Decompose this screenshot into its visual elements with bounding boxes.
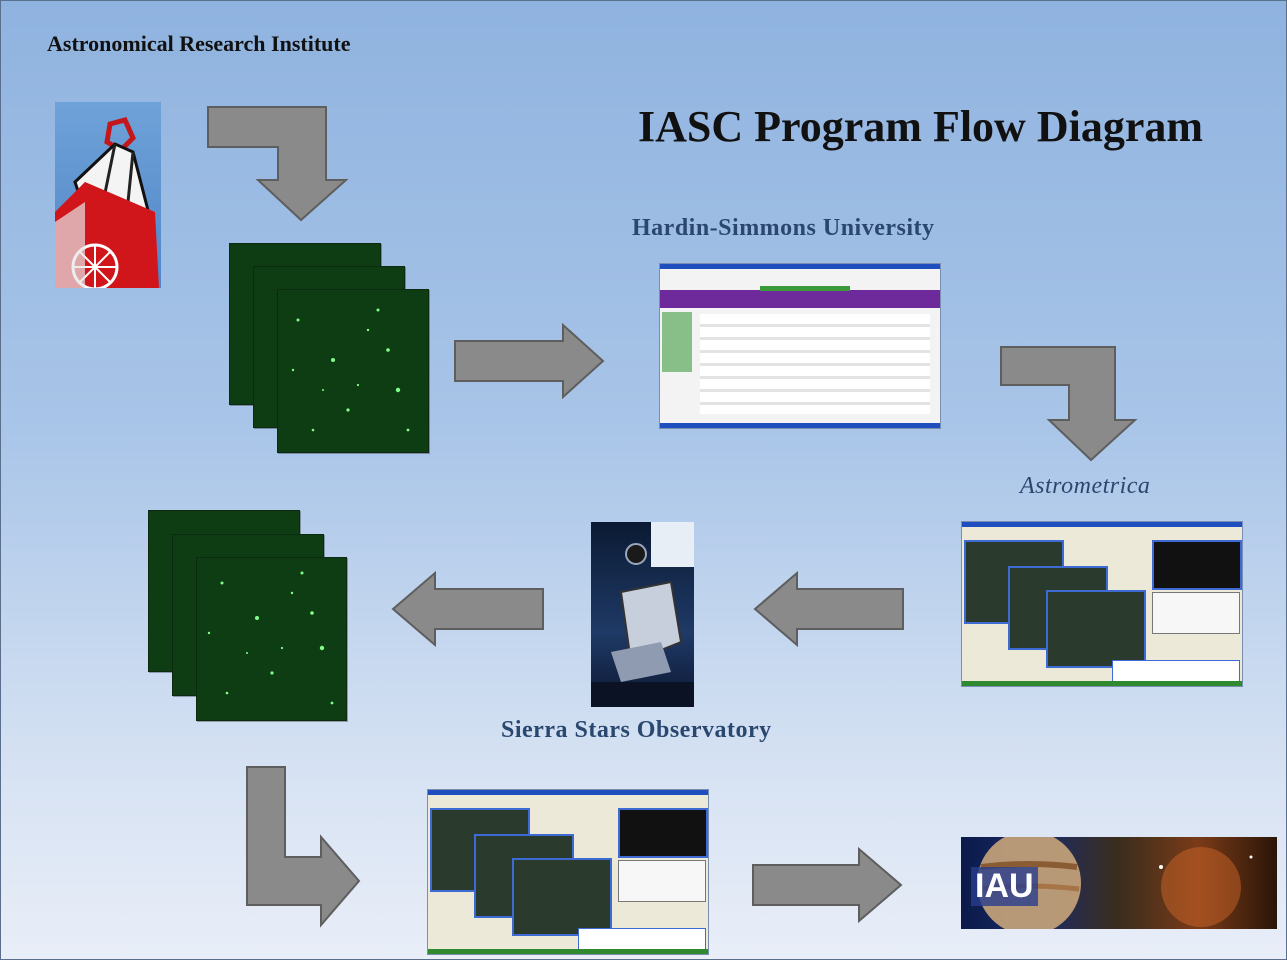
arrow-images-to-hsu — [454, 322, 605, 400]
arrow-astrometrica-to-iau — [752, 846, 903, 924]
ccd-image-stack-1-front — [277, 289, 429, 453]
arrow-images-to-astrometrica — [246, 766, 361, 928]
astrometrica-screenshot-bottom — [427, 789, 709, 955]
telescope-icon — [55, 117, 159, 291]
ari-telescope-image — [55, 102, 161, 291]
sierra-telescope-image — [591, 522, 694, 707]
ccd-image-stack-2-front — [196, 557, 347, 721]
hsu-web-screenshot — [659, 263, 941, 429]
starfield-icon — [207, 571, 334, 705]
diagram-title: IASC Program Flow Diagram — [638, 102, 1203, 151]
iau-banner: IAU — [961, 831, 1277, 935]
starfield-icon — [291, 308, 410, 432]
iau-logo: IAU — [971, 867, 1038, 906]
arrow-sierra-to-images — [391, 570, 544, 648]
astrometrica-screenshot — [961, 521, 1243, 687]
hsu-caption: Hardin-Simmons University — [632, 215, 935, 241]
arrow-ari-to-images — [207, 106, 349, 222]
astrometrica-caption: Astrometrica — [1020, 473, 1151, 499]
arrow-astrometrica-to-sierra — [753, 570, 904, 648]
sierra-caption: Sierra Stars Observatory — [501, 717, 772, 743]
telescope-icon — [591, 522, 694, 707]
arrow-hsu-to-astrometrica — [1000, 346, 1138, 462]
institute-label: Astronomical Research Institute — [47, 31, 351, 56]
